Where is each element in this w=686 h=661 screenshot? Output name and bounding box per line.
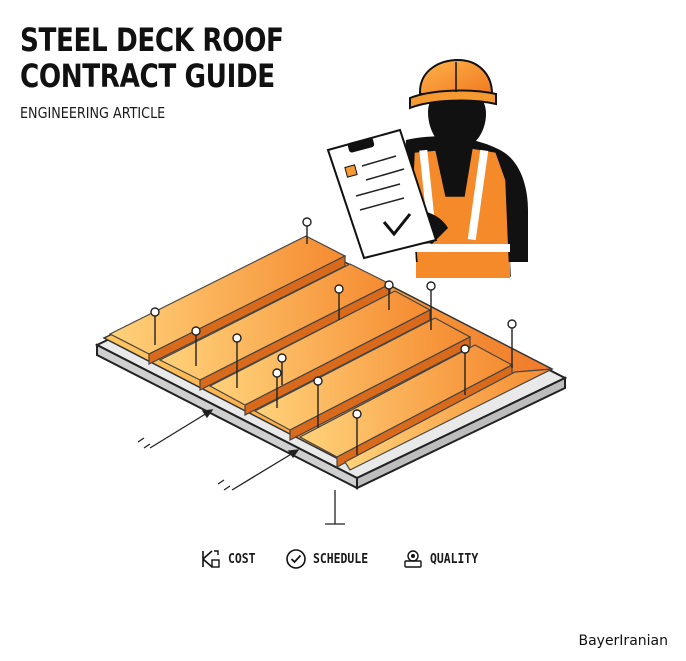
hard-hat-icon	[409, 58, 497, 110]
brand-watermark: BayerIranian	[578, 633, 668, 649]
quality-icon	[404, 550, 422, 568]
page-title: STEEL DECK ROOF CONTRACT GUIDE	[20, 22, 284, 94]
title-line-1: STEEL DECK ROOF	[20, 21, 284, 59]
title-line-2: CONTRACT GUIDE	[20, 57, 275, 95]
cost-icon	[202, 550, 220, 568]
steel-deck-panels	[102, 235, 554, 471]
legend-label-quality: QUALITY	[429, 551, 479, 567]
legend: COST SCHEDULE QUALITY	[200, 548, 485, 570]
worker-figure	[326, 58, 528, 278]
dimension-lines	[137, 409, 345, 525]
schedule-icon	[286, 549, 307, 569]
legend-item-quality: QUALITY	[402, 548, 485, 570]
deck-ribs	[108, 235, 553, 471]
inspection-pins	[150, 217, 517, 455]
legend-label-schedule: SCHEDULE	[313, 551, 369, 567]
subtitle: ENGINEERING ARTICLE	[20, 104, 166, 122]
legend-item-schedule: SCHEDULE	[285, 548, 376, 570]
legend-item-cost: COST	[200, 548, 259, 570]
clipboard-icon	[326, 128, 438, 260]
legend-label-cost: COST	[228, 551, 256, 567]
